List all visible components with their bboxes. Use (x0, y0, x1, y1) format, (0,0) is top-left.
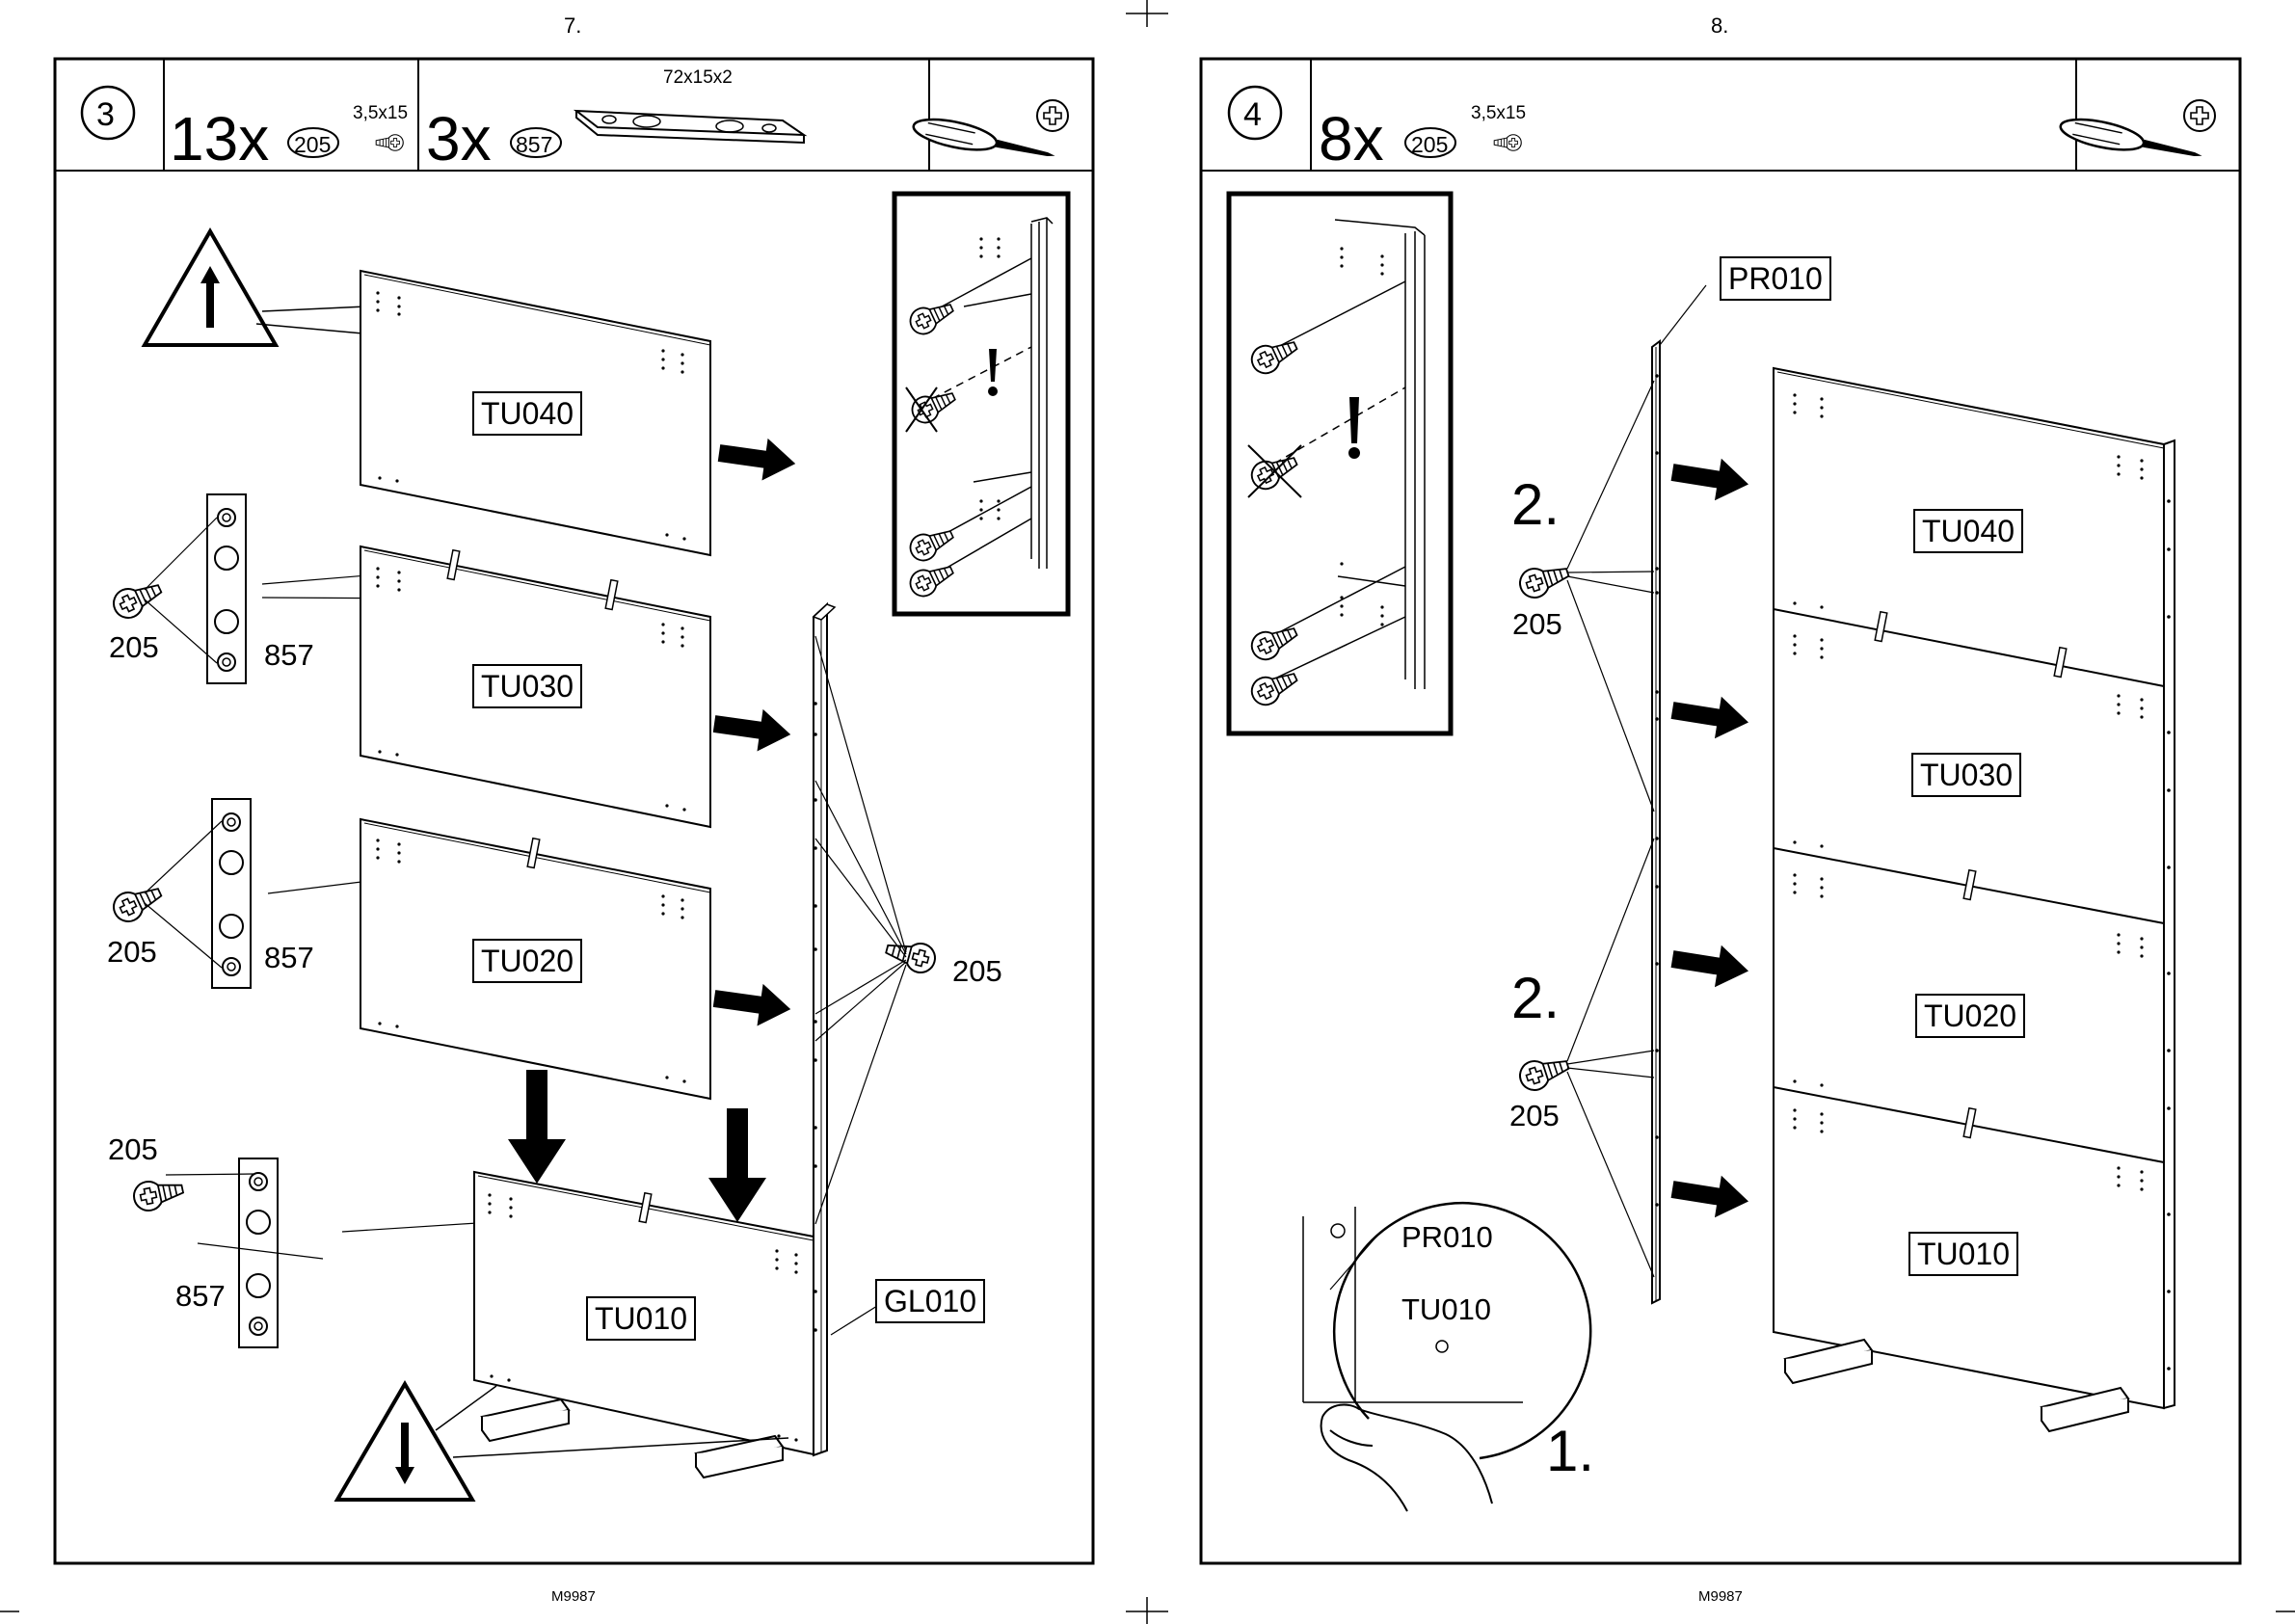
label-tu020-left: TU020 (472, 939, 582, 983)
detail-label-tu010: TU010 (1401, 1294, 1491, 1324)
order-label-top: 2. (1511, 476, 1560, 534)
label-tu030-right: TU030 (1911, 753, 2021, 797)
label-conn-a: 857 (264, 640, 314, 670)
side-panel-gl010 (814, 604, 835, 1455)
label-tu010-right: TU010 (1908, 1232, 2018, 1276)
label-conn-c: 857 (175, 1281, 226, 1311)
page-number-right: 8. (1711, 13, 1728, 39)
page-number-left: 7. (564, 13, 581, 39)
label-tu040-right: TU040 (1913, 509, 2023, 553)
label-conn-b: 857 (264, 943, 314, 972)
label-tu020-right: TU020 (1915, 994, 2025, 1038)
label-screw-c: 205 (108, 1134, 158, 1164)
label-screw-bottom-right: 205 (1509, 1101, 1560, 1131)
part-205-id-left: 205 (294, 132, 331, 158)
label-tu010-left: TU010 (586, 1296, 696, 1341)
label-pr010: PR010 (1720, 256, 1831, 301)
step-number-right: 4 (1243, 96, 1262, 134)
label-screw-side: 205 (952, 956, 1002, 986)
step-number-left: 3 (96, 96, 115, 134)
detail-box-left (894, 194, 1068, 614)
part-857-id-left: 857 (516, 132, 552, 158)
label-screw-a: 205 (109, 632, 159, 662)
qty-screws-left: 13x (170, 108, 269, 170)
screw-size-left: 3,5x15 (353, 104, 408, 122)
qty-connectors-left: 3x (426, 108, 492, 170)
label-screw-b: 205 (107, 937, 157, 967)
qty-screws-right: 8x (1319, 108, 1384, 170)
label-tu030-left: TU030 (472, 664, 582, 708)
connector-plate-thumb (576, 111, 804, 143)
screw-size-right: 3,5x15 (1471, 104, 1526, 122)
back-strip-pr010 (1652, 341, 1660, 1303)
label-screw-top-right: 205 (1512, 609, 1562, 639)
order-label-bottom: 2. (1511, 970, 1560, 1027)
part-205-id-right: 205 (1411, 132, 1448, 158)
model-code-right: M9987 (1698, 1588, 1743, 1605)
connector-size-left: 72x15x2 (663, 68, 733, 87)
order-label-detail: 1. (1546, 1423, 1594, 1480)
detail-label-pr010: PR010 (1401, 1222, 1493, 1252)
model-code-left: M9987 (551, 1588, 596, 1605)
detail-box-right (1229, 194, 1451, 733)
label-gl010: GL010 (875, 1279, 985, 1323)
label-tu040-left: TU040 (472, 391, 582, 436)
